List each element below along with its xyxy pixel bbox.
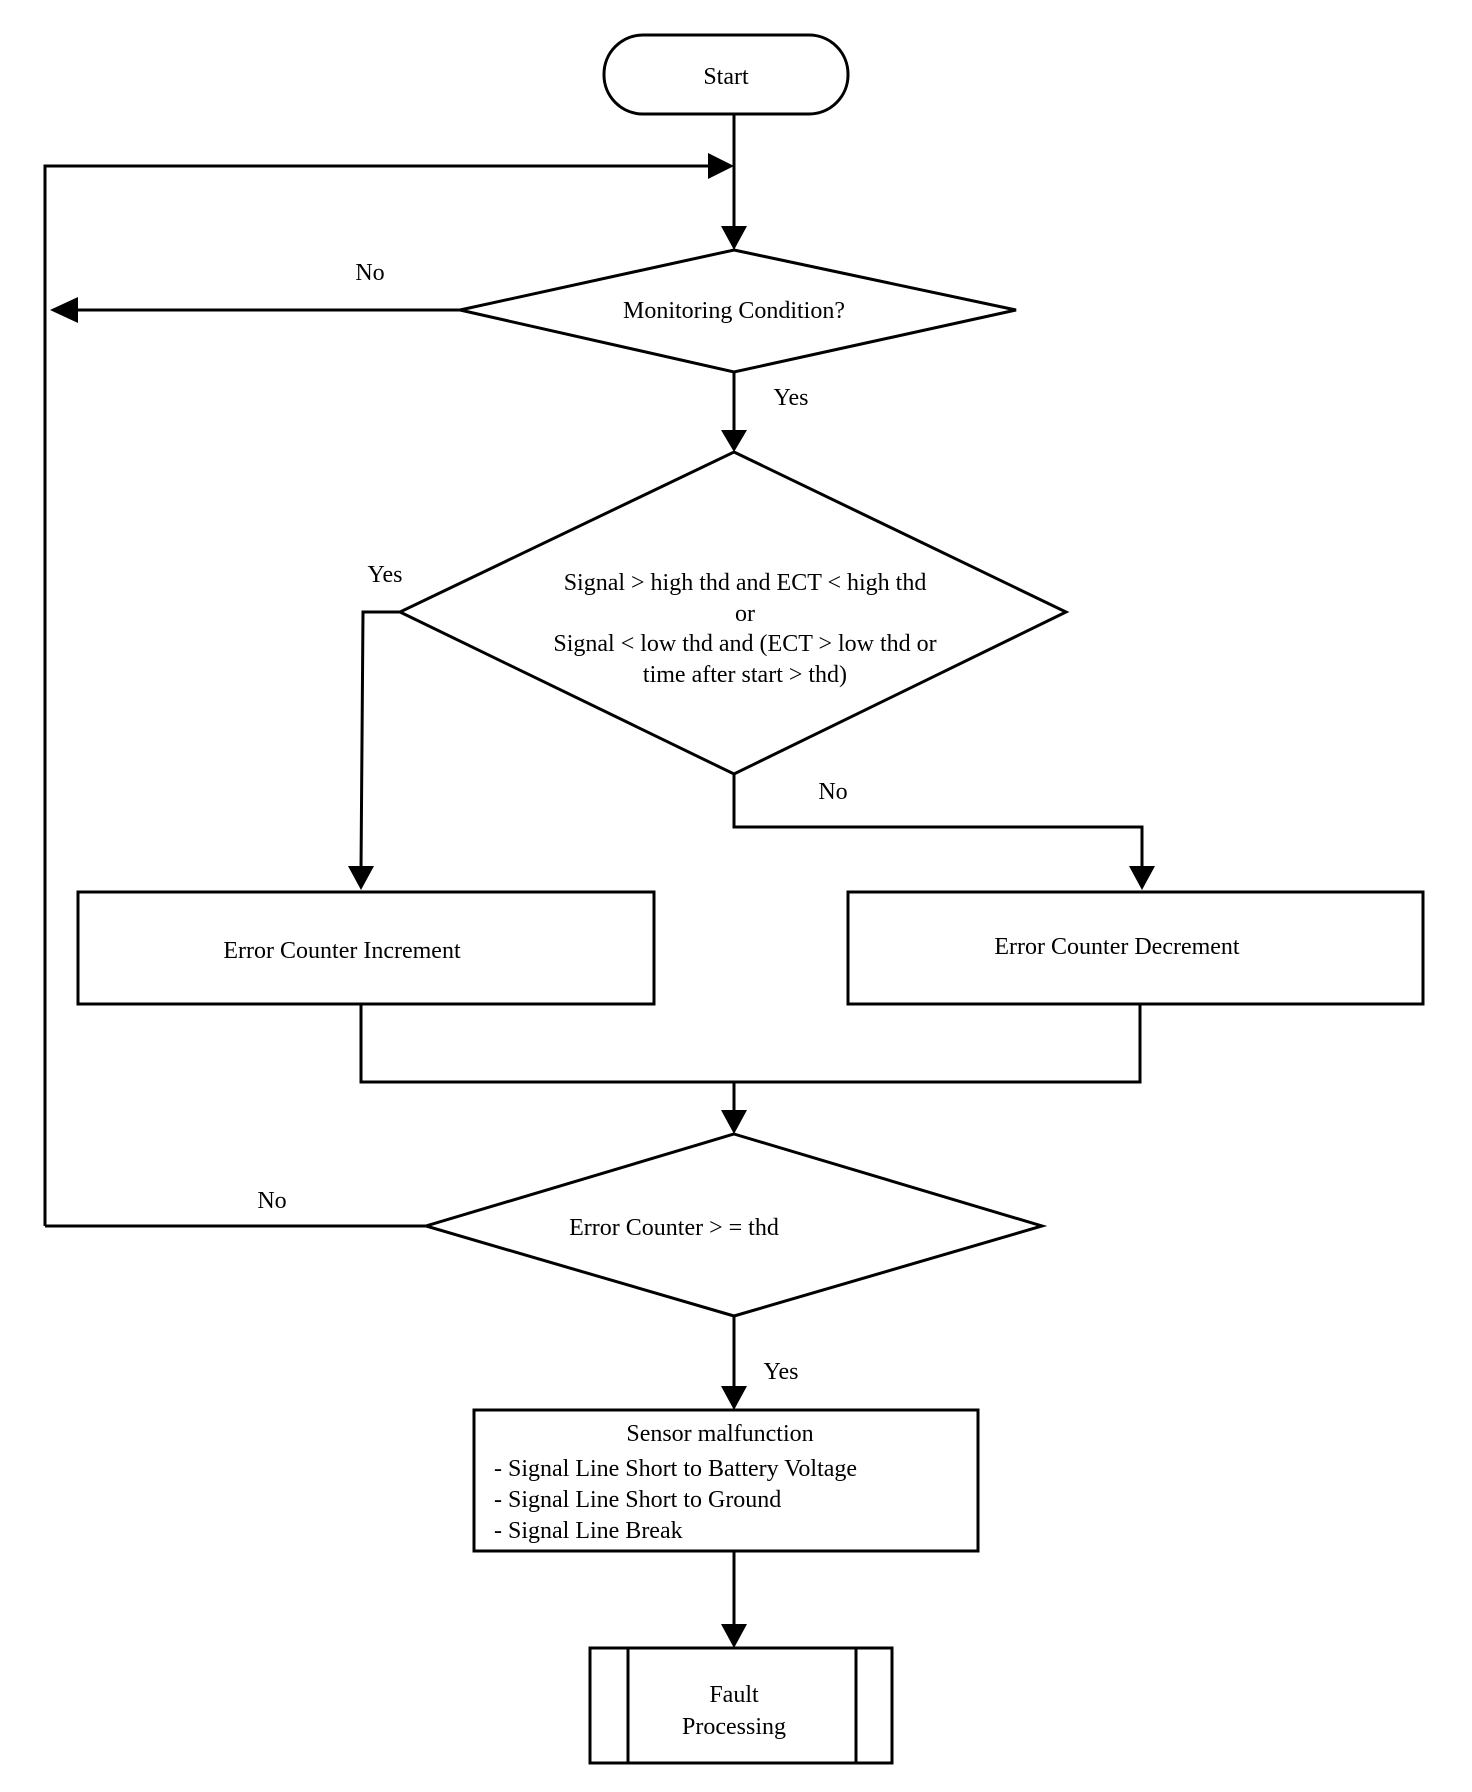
error-counter-increment-label: Error Counter Increment	[223, 938, 461, 964]
arrowhead-malfunction-in	[721, 1386, 747, 1410]
error-counter-decrement-label: Error Counter Decrement	[994, 934, 1240, 960]
sensor-malfunction-item: - Signal Line Short to Battery Voltage	[494, 1456, 857, 1482]
sensor-malfunction-box	[472, 1408, 980, 1553]
arrowhead-fault-in	[721, 1624, 747, 1648]
arrowhead-monitoring-no	[50, 297, 78, 323]
counter-yes-label: Yes	[764, 1359, 799, 1385]
arrowhead-decrement-in	[1129, 866, 1155, 890]
counter-no-label: No	[257, 1188, 286, 1214]
loop-back-line	[43, 164, 710, 1226]
arrowhead-loop-back	[708, 153, 734, 179]
connector-signal-no	[732, 774, 1144, 870]
error-counter-condition-label: Error Counter > = thd	[569, 1215, 779, 1241]
connector-increment-out	[359, 1004, 1142, 1084]
signal-condition-line4: time after start > thd)	[643, 662, 847, 688]
sensor-malfunction-title: Sensor malfunction	[626, 1421, 813, 1447]
fault-processing-line1: Fault	[709, 1682, 759, 1708]
signal-condition-line3: Signal < low thd and (ECT > low thd or	[553, 631, 936, 657]
start-terminal	[602, 33, 850, 116]
sensor-malfunction-item: - Signal Line Short to Ground	[494, 1487, 781, 1513]
arrowhead-counter-in	[721, 1110, 747, 1134]
fault-processing-box	[588, 1646, 894, 1765]
error-counter-increment-box	[76, 890, 656, 1006]
start-label: Start	[703, 64, 749, 90]
monitoring-condition-label: Monitoring Condition?	[623, 298, 845, 324]
signal-yes-label: Yes	[368, 562, 403, 588]
arrowhead-monitoring-in	[721, 226, 747, 250]
signal-no-label: No	[818, 779, 847, 805]
connector-signal-yes	[359, 610, 400, 871]
signal-condition-line2: or	[735, 601, 755, 627]
signal-threshold-decision	[396, 450, 1070, 776]
sensor-malfunction-item: - Signal Line Break	[494, 1518, 683, 1544]
error-counter-decrement-box	[846, 890, 1425, 1006]
arrowhead-signal-in	[721, 430, 747, 452]
monitoring-no-label: No	[355, 260, 384, 286]
monitoring-yes-label: Yes	[774, 385, 809, 411]
signal-condition-line1: Signal > high thd and ECT < high thd	[564, 570, 927, 596]
fault-processing-line2: Processing	[682, 1714, 786, 1740]
arrowhead-increment-in	[348, 866, 374, 890]
